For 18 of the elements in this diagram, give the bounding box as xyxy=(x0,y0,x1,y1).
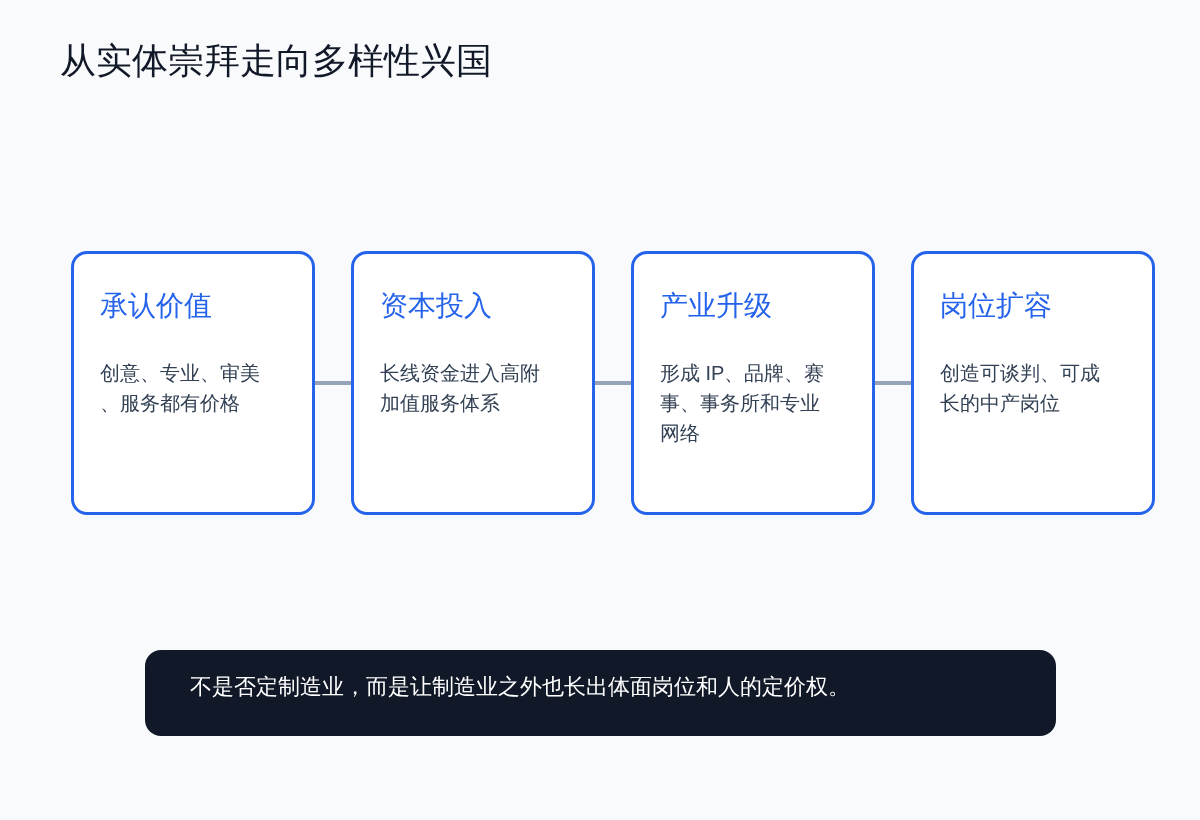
box-description: 形成 IP、品牌、赛事、事务所和专业网络 xyxy=(660,361,826,446)
box-heading: 岗位扩容 xyxy=(940,289,1052,323)
process-box xyxy=(631,251,875,515)
box-description: 创造可谈判、可成长的中产岗位 xyxy=(940,361,1101,416)
box-description: 创意、专业、审美、服务都有价格 xyxy=(100,361,261,416)
connector-line xyxy=(875,381,911,385)
box-heading: 承认价值 xyxy=(100,289,212,323)
banner-text: 不是否定制造业，而是让制造业之外也长出体面岗位和人的定价权。 xyxy=(190,673,850,701)
process-box xyxy=(911,251,1155,515)
diagram-title: 从实体崇拜走向多样性兴国 xyxy=(60,39,492,83)
connector-line xyxy=(315,381,351,385)
process-box xyxy=(351,251,595,515)
summary-banner xyxy=(145,650,1056,736)
box-heading: 产业升级 xyxy=(660,289,772,323)
connector-line xyxy=(595,381,631,385)
box-description: 长线资金进入高附加值服务体系 xyxy=(380,361,541,416)
box-heading: 资本投入 xyxy=(380,289,492,323)
process-box xyxy=(71,251,315,515)
